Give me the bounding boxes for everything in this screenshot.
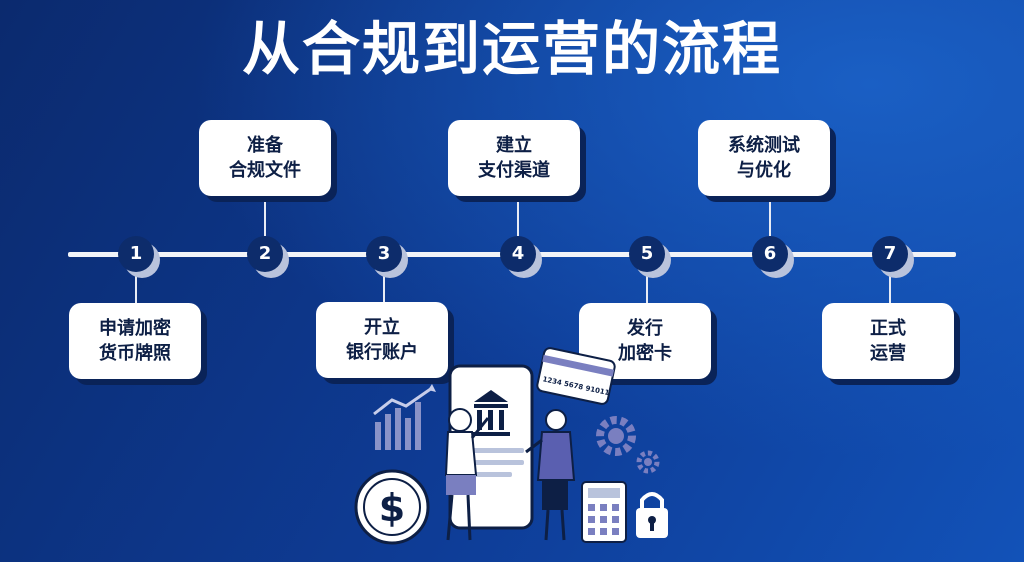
step-node-2: 2 [247,236,283,272]
dollar-coin-icon: $ [354,469,430,545]
step-3-line2: 银行账户 [346,342,418,363]
step-2-line1: 准备 [247,135,283,156]
connector-6 [769,196,771,236]
step-1-line1: 申请加密 [99,318,171,339]
step-node-6: 6 [752,236,788,272]
step-5-line1: 发行 [627,318,663,339]
padlock-icon [636,492,668,538]
step-7-line1: 正式 [870,318,906,339]
step-card-6: 系统测试 与优化 [698,120,830,196]
step-card-2: 准备 合规文件 [199,120,331,196]
woman-figure-right [525,409,576,541]
step-1-line2: 货币牌照 [99,343,171,364]
connector-7 [889,272,891,304]
connector-3 [383,272,385,302]
woman-figure-left [444,408,490,541]
step-card-1: 申请加密 货币牌照 [69,303,201,379]
step-6-line2: 与优化 [737,160,791,181]
step-4-line2: 支付渠道 [478,160,550,181]
step-node-3: 3 [366,236,402,272]
credit-card-icon: 1234 5678 91011 [536,347,616,405]
step-6-line1: 系统测试 [728,135,800,156]
fintech-illustration: $ 1234 5678 91011 [354,347,668,545]
step-card-5: 发行 加密卡 [579,303,711,379]
step-node-7: 7 [872,236,908,272]
gear-icon [596,416,660,474]
connector-2 [264,196,266,236]
connector-1 [135,272,137,304]
dollar-symbol: $ [379,486,405,530]
step-2-line2: 合规文件 [229,160,301,181]
step-5-line2: 加密卡 [618,343,672,364]
bar-chart-icon [373,384,436,450]
step-3-line1: 开立 [364,317,400,338]
page-title: 从合规到运营的流程 [241,15,782,83]
step-card-3: 开立 银行账户 [316,302,448,378]
connector-4 [517,196,519,236]
calculator-icon [581,481,627,543]
step-node-4: 4 [500,236,536,272]
step-7-line2: 运营 [870,343,906,364]
connector-5 [646,272,648,304]
step-card-4: 建立 支付渠道 [448,120,580,196]
step-node-5: 5 [629,236,665,272]
step-card-7: 正式 运营 [822,303,954,379]
step-node-1: 1 [118,236,154,272]
step-4-line1: 建立 [496,135,532,156]
